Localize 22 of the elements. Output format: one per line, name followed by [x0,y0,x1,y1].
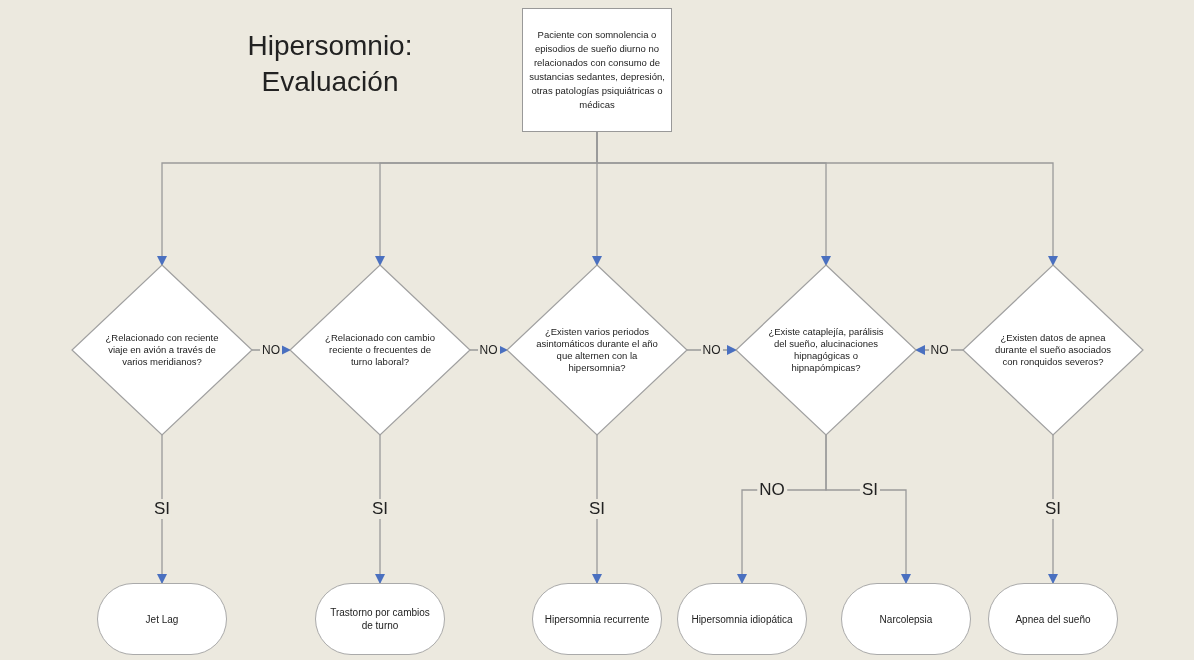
arrow [592,434,602,584]
diagram-title: Hipersomnio: Evaluación [246,29,414,99]
start-box: Paciente con somnolencia o episodios de sueño diurno no relacionados con consumo de sustancias sedantes, depresión, otras patologías psiquiátricas o médicas [522,8,672,132]
question-text: ¿Relacionado con reciente viaje en avión a través de varios meridianos? [104,332,220,368]
edge-label: NO [477,343,500,357]
question-text: ¿Existen datos de apnea durante el sueño asociados con ronquidos severos? [993,332,1113,368]
question-text: ¿Existen varios periodos asintomáticos durante el año que alternen con la hipersomnia? [535,326,659,374]
edge-label: NO [700,343,723,357]
outcome-terminal: Hipersomnia recurrente [532,583,662,655]
outcome-terminal: Hipersomnia idiopática [677,583,807,655]
outcome-terminal: Narcolepsia [841,583,971,655]
arrow [825,434,911,584]
arrow [375,434,385,584]
arrow [1048,434,1058,584]
edge-label: NO [928,343,951,357]
question-text: ¿Existe cataplejía, parálisis del sueño, alucinaciones hipnagógicas o hipnapómpicas? [767,326,885,374]
outcome-terminal: Jet Lag [97,583,227,655]
outcome-terminal: Trastorno por cambios de turno [315,583,445,655]
arrow [157,434,167,584]
edge-label: NO [260,343,282,357]
outcome-terminal: Apnea del sueño [988,583,1118,655]
question-text: ¿Relacionado con cambio reciente o frecuentes de turno laboral? [324,332,436,368]
